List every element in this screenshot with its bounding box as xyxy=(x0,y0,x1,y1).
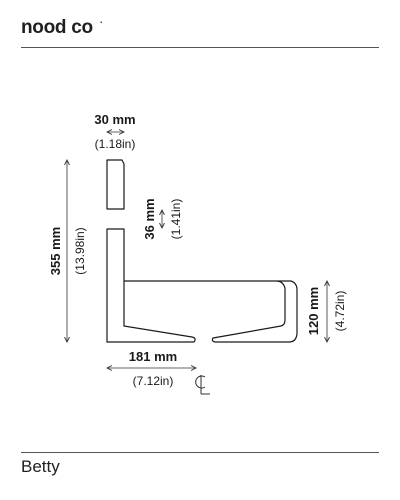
header: nood co . xyxy=(0,0,400,48)
slot-height-metric: 36 mm xyxy=(142,198,157,239)
total-height-metric: 355 mm xyxy=(48,227,63,275)
basin-height-metric: 120 mm xyxy=(306,287,321,335)
wall-thickness-imperial: (1.18in) xyxy=(95,137,136,151)
brand-logo-mark: . xyxy=(100,15,103,25)
wall-thickness-metric: 30 mm xyxy=(94,112,135,127)
slot-height-imperial: (1.41in) xyxy=(169,199,183,240)
product-profile xyxy=(106,159,298,343)
brand-logo: nood co xyxy=(21,17,93,38)
footer-divider xyxy=(21,452,379,453)
dim-half-width: 181 mm (7.12in) xyxy=(107,349,196,388)
dim-total-height: 355 mm (13.98in) xyxy=(48,160,87,342)
centerline-icon xyxy=(195,375,210,395)
basin-height-imperial: (4.72in) xyxy=(333,291,347,332)
basin-rim xyxy=(124,280,298,343)
half-width-imperial: (7.12in) xyxy=(133,374,174,388)
product-name: Betty xyxy=(21,457,60,476)
dim-basin-height: 120 mm (4.72in) xyxy=(306,281,347,342)
basin-profile xyxy=(106,228,196,343)
half-width-metric: 181 mm xyxy=(129,349,177,364)
dim-wall-thickness: 30 mm (1.18in) xyxy=(94,112,135,151)
header-divider xyxy=(21,47,379,48)
dim-slot-height: 36 mm (1.41in) xyxy=(142,198,183,239)
upper-back-slat xyxy=(106,159,125,210)
total-height-imperial: (13.98in) xyxy=(73,227,87,274)
